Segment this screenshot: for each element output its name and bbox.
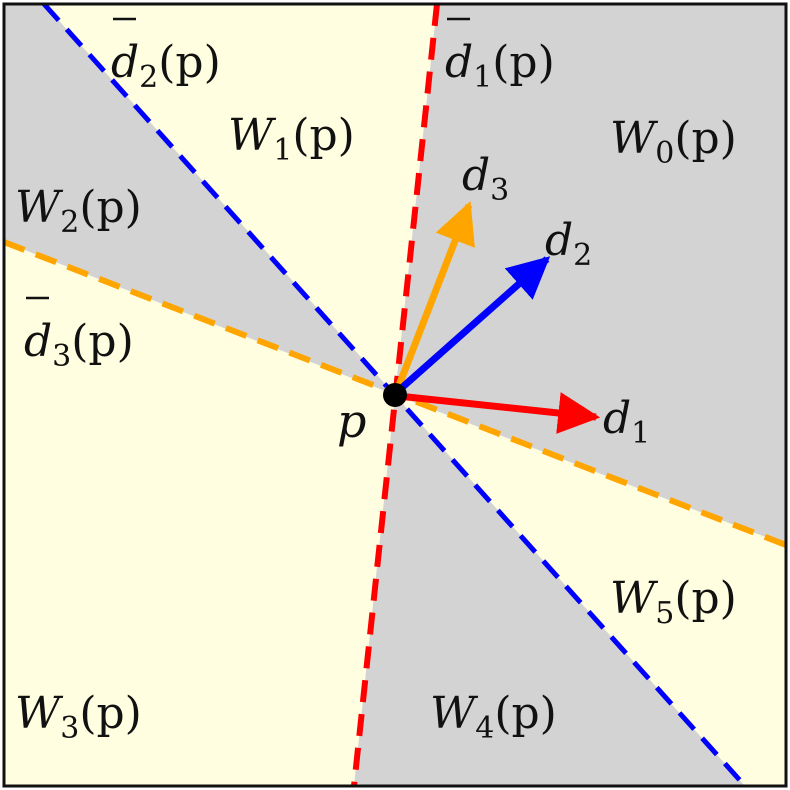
region-w2 bbox=[4, 4, 395, 395]
vector-d2 bbox=[394, 256, 551, 395]
label-w3: W3(p) bbox=[15, 688, 142, 746]
label-d3-bar: d3(p) bbox=[24, 316, 134, 374]
label-d2: d2 bbox=[545, 215, 592, 273]
point-p bbox=[383, 383, 407, 407]
vector-d1 bbox=[397, 392, 601, 434]
label-w1: W1(p) bbox=[228, 110, 355, 168]
vector-d3 bbox=[392, 201, 475, 395]
label-w4: W4(p) bbox=[430, 688, 557, 746]
label-d3: d3 bbox=[462, 150, 509, 208]
label-d1: d1 bbox=[603, 393, 650, 451]
label-d3-bar-group: d3(p) bbox=[24, 296, 134, 374]
label-d1-bar-group: d1(p) bbox=[445, 17, 555, 95]
label-w2: W2(p) bbox=[15, 182, 142, 240]
label-w0: W0(p) bbox=[610, 113, 737, 171]
label-d1-bar: d1(p) bbox=[445, 37, 555, 95]
region-w1 bbox=[44, 4, 437, 395]
label-d2-bar: d2(p) bbox=[111, 37, 221, 95]
region-w0 bbox=[395, 4, 786, 545]
region-w3 bbox=[4, 242, 395, 786]
label-p: p bbox=[337, 394, 366, 448]
region-w4 bbox=[354, 395, 745, 786]
label-w5: W5(p) bbox=[610, 573, 737, 631]
region-w5 bbox=[395, 395, 786, 786]
label-d2-bar-group: d2(p) bbox=[111, 17, 221, 95]
